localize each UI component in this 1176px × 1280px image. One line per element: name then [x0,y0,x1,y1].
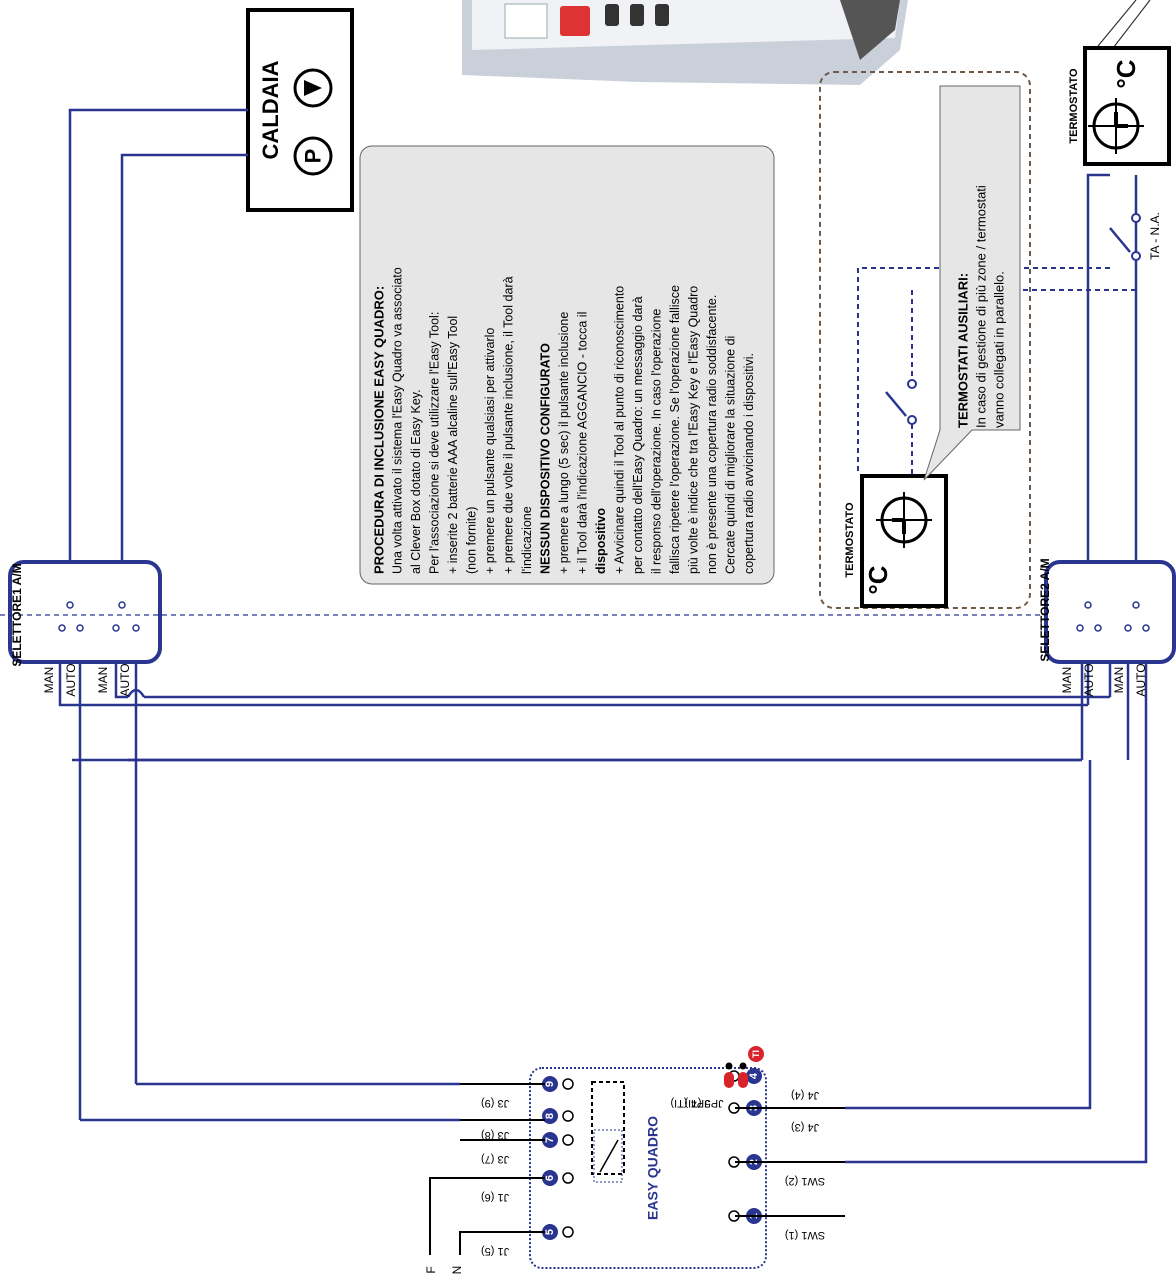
selettore1: SELETTORE1 A/M MAN AUTO MAN AUTO [0,560,1176,697]
terminal-label: SW1 (1) [785,1229,825,1241]
termostato-aux-unit: °C [863,565,893,594]
procedure-line: Una volta attivato il sistema l'Easy Qua… [390,267,404,574]
procedure-line: il responso dell'operazione. In caso l'o… [649,309,663,574]
terminal-label: J4 (3) [791,1121,819,1133]
svg-text:AUTO: AUTO [64,663,78,696]
procedure-line: (non fornite) [464,507,478,574]
terminal-number: 7 [544,1137,556,1143]
terminal-label: J1 (6) [481,1191,509,1203]
procedure-box: PROCEDURA DI INCLUSIONE EASY QUADRO: Una … [359,145,775,585]
selettore1-label: SELETTORE1 A/M [10,563,24,666]
procedure-line: fallisca ripetere l'operazione. Se l'ope… [668,285,682,574]
procedure-line: NESSUN DISPOSITIVO CONFIGURATO [538,343,552,574]
power-f-label: F [424,1266,438,1273]
procedure-line: + inserite 2 batterie AAA alcaline sull'… [446,316,460,574]
terminal-number: 8 [544,1113,556,1119]
procedure-line: + premere a lungo (5 sec) il pulsante in… [557,312,571,574]
ti-badge [748,1046,764,1062]
svg-text:AUTO: AUTO [118,663,132,696]
easy-quadro-title: EASY QUADRO [645,1116,661,1220]
selettore2: SELETTORE2 A/M MAN AUTO MAN AUTO [1038,558,1176,697]
terminal-4 [746,1068,762,1084]
procedure-line: Per l'associazione si deve utilizzare l'… [427,312,441,574]
termostato-aux-label: TERMOSTATO [844,502,856,578]
terminal-6 [542,1170,558,1186]
svg-text:MAN: MAN [1112,667,1126,694]
caldaia-title: CALDAIA [258,60,283,159]
pump-p-icon [293,136,333,176]
terminal-8 [542,1108,558,1124]
jumper-icon [738,1072,748,1088]
terminal-label: SW1 (2) [785,1175,825,1187]
selettore2-label: SELETTORE2 A/M [1038,558,1052,661]
procedure-line: al Clever Box dotato di Easy Key. [409,389,423,574]
terminal-number: 4 [748,1072,760,1079]
power-n-label: N [450,1266,464,1275]
jumper-icon [724,1072,734,1088]
power-wires [429,1083,845,1255]
procedure-line: più volte è indice che tra l'Easy Key e … [686,286,700,574]
terminal-number: 6 [544,1175,556,1181]
svg-text:MAN: MAN [96,667,110,694]
termostato-main-label: TERMOSTATO [1068,68,1080,144]
ta-na-label: TA - N.A. [1148,212,1162,260]
svg-text:MAN: MAN [42,667,56,694]
triangle-burner-icon [304,80,322,96]
termostati-ausiliari-area: °C TERMOSTATO [819,71,1136,609]
terminal-5 [542,1224,558,1240]
ausiliari-title: TERMOSTATI AUSILIARI: [955,273,970,428]
terminal-label: J1 (5) [481,1245,509,1257]
wiring [58,108,1148,1164]
terminal-label: J3 (8) [481,1129,509,1141]
termostato-main-unit: °C [1111,59,1141,88]
procedure-line: + Avvicinare quindi il Tool al punto di … [612,286,626,574]
svg-text:P: P [301,149,326,164]
terminal-number: 5 [544,1229,556,1235]
procedure-line: Cercate quindi di migliorare la situazio… [723,336,737,574]
svg-text:AUTO: AUTO [1082,663,1096,696]
procedure-title: PROCEDURA DI INCLUSIONE EASY QUADRO: [371,286,386,574]
svg-text:MAN: MAN [1060,667,1074,694]
procedure-line: + premere due volte il pulsante inclusio… [501,276,515,574]
procedure-line: + premere un pulsante qualsiasi per atti… [483,328,497,574]
procedure-line: copertura radio avvicinando i dispositiv… [742,353,756,574]
procedure-line: per contatto dell'Easy Quadro: un messag… [631,296,645,574]
svg-text:In caso di gestione di più zon: In caso di gestione di più zone / termos… [973,185,988,428]
easy-quadro-module: EASY QUADRO 5 J1 (5) 6 J1 (6) 7 J3 (7) 8 J3 (8)… [481,1046,825,1269]
device-photo [462,0,908,85]
terminal-label: J3 (9) [481,1097,509,1109]
terminal-label: J4 (4) [791,1089,819,1101]
ti-badge-label: TI [751,1050,761,1058]
clock-hands-icon [1114,112,1128,128]
terminal-9 [542,1076,558,1092]
jumper-label: JP5 (TI) [684,1097,723,1109]
terminal-number: 9 [544,1081,556,1087]
terminal-7 [542,1132,558,1148]
procedure-line: non è presente una copertura radio soddi… [705,295,719,574]
procedure-line: + il Tool darà l'indicazione AGGANCIO - … [575,312,589,574]
jumper-label: JP4 (TI) [670,1097,709,1109]
caldaia-box: CALDAIA P [246,8,354,212]
svg-text:vanno collegati in parallelo.: vanno collegati in parallelo. [991,271,1006,428]
procedure-line: l'indicazione [520,506,534,574]
terminal-label: J3 (7) [481,1153,509,1165]
termostato-main: °C TERMOSTATO TA - N.A. [1068,46,1171,261]
termostati-ausiliari-callout: TERMOSTATI AUSILIARI: In caso di gestion… [923,85,1021,481]
svg-text:AUTO: AUTO [1134,663,1148,696]
procedure-line: dispositivo [594,508,608,574]
